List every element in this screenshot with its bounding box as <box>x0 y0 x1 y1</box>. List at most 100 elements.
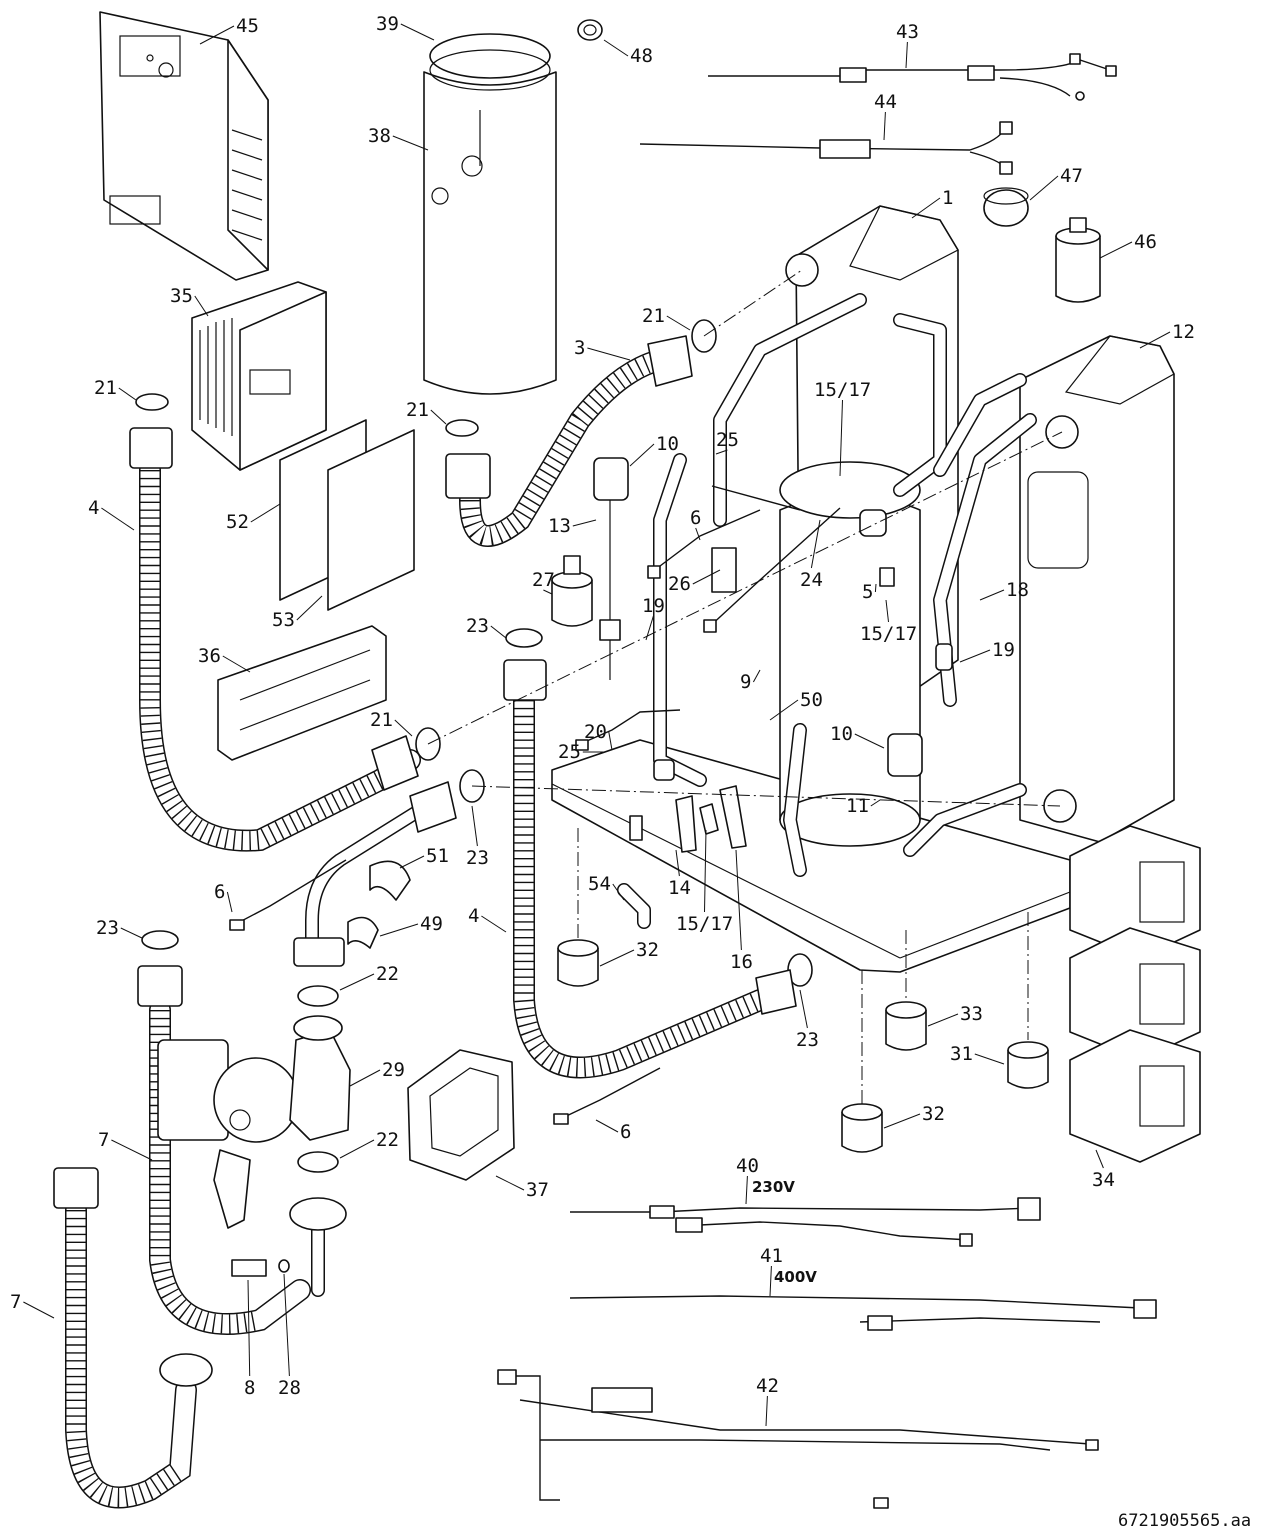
leader-c12 <box>1139 331 1171 349</box>
callout-c9: 9 <box>740 671 751 693</box>
leader-c31 <box>974 1053 1005 1065</box>
callout-c32b: 32 <box>922 1103 945 1125</box>
callout-c45: 45 <box>236 15 259 37</box>
callout-c25a: 25 <box>716 429 739 451</box>
callout-c44: 44 <box>874 91 897 113</box>
leader-c49 <box>379 923 419 937</box>
leader-c7a <box>111 1139 153 1161</box>
leader-c43 <box>905 41 908 69</box>
callout-c11: 11 <box>846 795 869 817</box>
leader-c23d <box>799 989 808 1029</box>
leader-c10b <box>854 733 885 749</box>
callout-c19b: 19 <box>992 639 1015 661</box>
buffer-cylinder <box>423 33 557 395</box>
leader-c42 <box>765 1395 768 1427</box>
callout-c21c: 21 <box>642 305 665 327</box>
voltage-label-230v: 230V <box>752 1178 795 1196</box>
callout-c8: 8 <box>244 1377 255 1399</box>
leader-c1 <box>911 197 941 219</box>
callout-c6b: 6 <box>214 881 225 903</box>
leader-c52 <box>250 503 281 523</box>
leader-c22b <box>339 1139 375 1159</box>
callout-c48: 48 <box>630 45 653 67</box>
leader-c14 <box>675 849 680 877</box>
circulation-pump <box>157 1015 351 1229</box>
leader-c22a <box>339 973 375 991</box>
leader-c21b <box>430 409 447 425</box>
leader-c23c <box>120 927 143 939</box>
assembly-axes <box>427 269 1063 1104</box>
leader-c21d <box>394 719 413 737</box>
temp-sensors <box>229 859 661 1125</box>
leader-c34 <box>1095 1149 1104 1169</box>
thermal-pads <box>279 419 415 611</box>
callout-c22a: 22 <box>376 963 399 985</box>
leader-c21c <box>666 315 691 331</box>
leader-c33 <box>927 1013 959 1027</box>
callout-c50: 50 <box>800 689 823 711</box>
callout-c28: 28 <box>278 1377 301 1399</box>
leader-c32b <box>883 1113 921 1129</box>
leader-c9 <box>752 669 761 683</box>
leader-c38 <box>392 135 429 151</box>
callout-c36: 36 <box>198 645 221 667</box>
pump-insulation <box>407 1049 515 1181</box>
callout-c53: 53 <box>272 609 295 631</box>
callout-c47: 47 <box>1060 165 1083 187</box>
sensor-cable-44 <box>639 121 1013 175</box>
voltage-label-400v: 400V <box>774 1268 817 1286</box>
callout-c7a: 7 <box>98 1129 109 1151</box>
callout-c32a: 32 <box>636 939 659 961</box>
leader-c10a <box>629 443 655 467</box>
leader-c40 <box>745 1175 748 1205</box>
leader-c53 <box>296 595 323 621</box>
callout-c37: 37 <box>526 1179 549 1201</box>
callout-c40: 40 <box>736 1155 759 1177</box>
callout-c14: 14 <box>668 877 691 899</box>
flex-hose-7-left <box>53 1167 213 1509</box>
callout-c12: 12 <box>1172 321 1195 343</box>
callout-c42: 42 <box>756 1375 779 1397</box>
callout-c23c: 23 <box>96 917 119 939</box>
callout-c25b: 25 <box>558 741 581 763</box>
small-components <box>551 457 953 853</box>
leader-c48 <box>603 39 629 57</box>
callout-c4b: 4 <box>468 905 479 927</box>
callout-c23a: 23 <box>466 615 489 637</box>
callout-c18: 18 <box>1006 579 1029 601</box>
leader-c15_17c <box>704 829 707 913</box>
leader-c5 <box>874 583 877 593</box>
leader-c54 <box>612 883 625 901</box>
callout-c52: 52 <box>226 511 249 533</box>
flex-hose-7-right <box>137 965 311 1335</box>
callout-c22b: 22 <box>376 1129 399 1151</box>
leader-c21a <box>118 387 137 401</box>
terminal-strip <box>217 625 387 761</box>
heat-exchanger-12 <box>1019 335 1175 843</box>
leader-c7b <box>23 1301 55 1319</box>
leader-c4a <box>101 507 135 531</box>
leader-c51 <box>399 855 425 869</box>
filter-drier <box>1055 217 1101 303</box>
callout-c1: 1 <box>942 187 953 209</box>
callout-c6c: 6 <box>620 1121 631 1143</box>
leader-c6c <box>595 1119 619 1133</box>
compressor <box>779 461 921 847</box>
callout-c54: 54 <box>588 873 611 895</box>
callout-c10b: 10 <box>830 723 853 745</box>
leader-c25a <box>715 449 728 455</box>
leader-lines <box>23 23 1171 1427</box>
leader-c47 <box>1029 175 1059 201</box>
callout-c51: 51 <box>426 845 449 867</box>
leader-c24 <box>810 519 821 569</box>
pipe-clips <box>347 860 411 949</box>
callout-c38: 38 <box>368 125 391 147</box>
leader-c4b <box>481 915 507 933</box>
callout-c49: 49 <box>420 913 443 935</box>
grommet <box>577 19 603 41</box>
callout-c6a: 6 <box>690 507 701 529</box>
callout-c7b: 7 <box>10 1291 21 1313</box>
leader-c19b <box>959 649 991 663</box>
